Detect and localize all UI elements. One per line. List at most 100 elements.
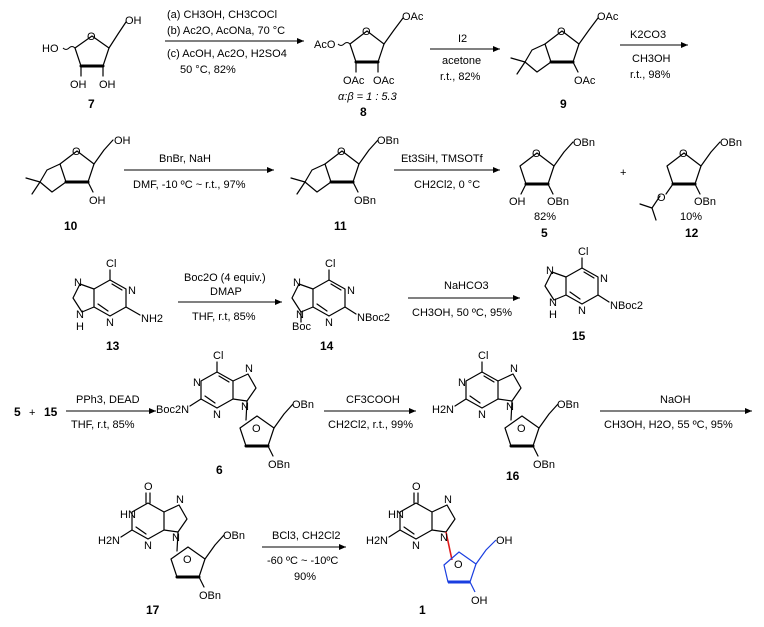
atom-cl: Cl [578, 246, 588, 258]
atom-obn: OBn [223, 530, 245, 542]
condition-text: (c) AcOH, Ac2O, H2SO4 [167, 48, 287, 60]
atom-h2n: H2N [98, 535, 120, 547]
atom-obn: OBn [720, 137, 742, 149]
atom-oh: OH [114, 135, 131, 147]
compound-number: 10 [64, 219, 78, 233]
atom-obn: OBn [694, 196, 716, 208]
atom-n: N [296, 309, 304, 321]
compound-number: 1 [419, 603, 426, 617]
compound-number: 16 [506, 469, 520, 483]
yield-text: 82% [534, 211, 556, 223]
atom-boc: Boc [292, 321, 311, 333]
atom-n: N [510, 363, 518, 375]
atom-o: O [657, 192, 666, 204]
atom-oh: OH [471, 595, 488, 607]
reactant-15: 15 [44, 405, 58, 419]
atom-ho: HO [42, 43, 59, 55]
atom-aco: AcO [314, 39, 336, 51]
atom-n: N [458, 377, 466, 389]
atom-obn: OBn [533, 459, 555, 471]
atom-n: N [549, 297, 557, 309]
condition-text: CH3OH, 50 ºC, 95% [412, 307, 512, 319]
atom-ring-o: O [454, 559, 463, 571]
atom-n: N [213, 409, 221, 421]
atom-obn: OBn [573, 137, 595, 149]
atom-ring-o: O [183, 554, 192, 566]
structure-12: O OBn O OBn 10% 12 [639, 137, 742, 240]
atom-oh: OH [70, 79, 87, 91]
atom-cl: Cl [213, 350, 223, 362]
condition-text: NaOH [660, 394, 691, 406]
atom-oac: OAc [373, 75, 395, 87]
atom-n: N [293, 277, 301, 289]
atom-nboc2: NBoc2 [357, 312, 390, 324]
atom-ring-o: O [532, 148, 541, 160]
condition-text: K2CO3 [630, 29, 666, 41]
reactant-5: 5 [14, 405, 21, 419]
reaction-arrow-9: CF3COOH CH2Cl2, r.t., 99% [324, 394, 416, 431]
atom-n: N [478, 409, 486, 421]
compound-number: 12 [685, 226, 699, 240]
atom-n: N [241, 401, 249, 413]
condition-text: CH2Cl2, r.t., 99% [328, 419, 413, 431]
condition-text: BnBr, NaH [159, 153, 211, 165]
atom-n: N [144, 540, 152, 552]
atom-oh: OH [509, 196, 526, 208]
compound-number: 13 [106, 339, 120, 353]
reaction-arrow-4: BnBr, NaH DMF, -10 ºC ~ r.t., 97% [124, 153, 274, 191]
atom-n: N [106, 317, 114, 329]
atom-obn: OBn [557, 399, 579, 411]
atom-n: N [193, 377, 201, 389]
compound-number: 17 [146, 603, 160, 617]
atom-oh: OH [89, 195, 106, 207]
atom-ring-o: O [517, 423, 526, 435]
structure-9: O OAc OAc 9 [510, 11, 619, 111]
compound-number: 8 [360, 105, 367, 119]
atom-cl: Cl [478, 350, 488, 362]
atom-n: N [347, 285, 355, 297]
atom-hn: HN [120, 509, 136, 521]
condition-text: THF, r.t, 85% [71, 419, 135, 431]
compound-number: 15 [572, 329, 586, 343]
atom-obn: OBn [199, 590, 221, 602]
atom-n: N [325, 317, 333, 329]
atom-obn: OBn [377, 135, 399, 147]
atom-oac: OAc [597, 11, 619, 23]
atom-oac: OAc [343, 75, 365, 87]
condition-text: Boc2O (4 equiv.) [184, 272, 266, 284]
condition-text: CH2Cl2, 0 °C [414, 179, 480, 191]
structure-15: Cl N N N N H NBoc2 15 [544, 246, 643, 343]
atom-n: N [76, 309, 84, 321]
condition-text: PPh3, DEAD [76, 394, 140, 406]
atom-n: N [440, 532, 448, 544]
condition-text: acetone [442, 55, 481, 67]
compound-number: 14 [320, 339, 334, 353]
plus-sign: + [620, 167, 626, 179]
reaction-arrow-7: NaHCO3 CH3OH, 50 ºC, 95% [408, 280, 520, 319]
condition-text: BCl3, CH2Cl2 [272, 530, 340, 542]
structure-13: Cl N N N N H NH2 13 [72, 258, 163, 353]
structure-17: O HN N N N H2N O OBn OBn 17 [98, 481, 245, 617]
condition-text: DMAP [210, 286, 242, 298]
atom-ring-o: O [72, 146, 81, 158]
atom-ring-o: O [679, 148, 688, 160]
atom-nboc2: NBoc2 [610, 300, 643, 312]
structure-14: Cl N N N N Boc NBoc2 14 [291, 258, 390, 353]
atom-n: N [546, 265, 554, 277]
structure-6: Cl N N N N Boc2N O OBn OBn 6 [156, 350, 314, 477]
condition-text: I2 [458, 33, 467, 45]
atom-n: N [128, 285, 136, 297]
atom-n: N [74, 277, 82, 289]
structure-10: O OH OH 10 [25, 135, 131, 233]
atom-oh: OH [99, 79, 116, 91]
reaction-arrow-6: Boc2O (4 equiv.) DMAP THF, r.t, 85% [178, 272, 282, 323]
atom-h2n: H2N [432, 404, 454, 416]
atom-h: H [549, 309, 557, 321]
condition-text: 50 °C, 82% [180, 64, 236, 76]
compound-number: 9 [560, 97, 567, 111]
yield-text: 10% [680, 211, 702, 223]
atom-cl: Cl [325, 258, 335, 270]
atom-oh: OH [496, 535, 513, 547]
reaction-arrow-3: K2CO3 CH3OH r.t., 98% [620, 29, 688, 81]
atom-ring-o: O [87, 31, 96, 43]
